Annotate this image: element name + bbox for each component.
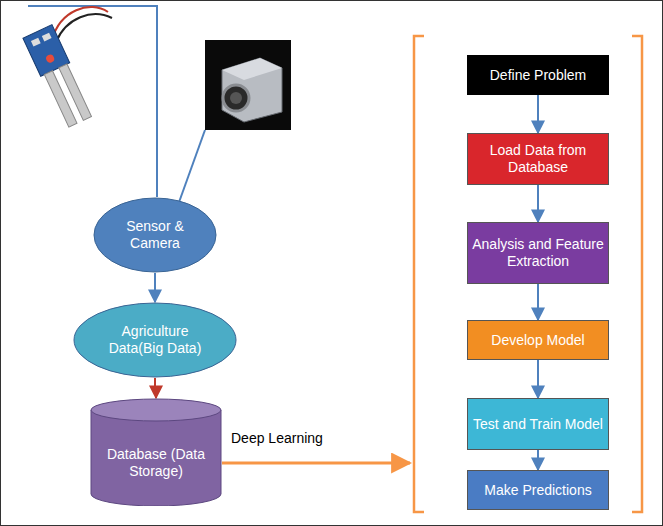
node-text: Test and Train Model (472, 416, 605, 433)
node-text: Analysis and Feature Extraction (472, 236, 605, 270)
bracket (414, 36, 642, 512)
soil-sensor-picture (23, 6, 157, 197)
data-ellipse: Agriculture Data(Big Data) (73, 302, 237, 378)
text-holder: Sensor & Camera (111, 218, 200, 252)
process-box: Define Problem (467, 55, 609, 95)
deep-learning-arrow (222, 462, 410, 465)
node-text: Sensor & Camera (111, 218, 200, 252)
node-text: Agriculture Data(Big Data) (96, 323, 214, 357)
flow-arrow (537, 450, 539, 470)
flow-arrow (537, 360, 539, 398)
process-box: Load Data from Database (467, 133, 609, 185)
node-text: Database (Data Storage) (97, 446, 216, 480)
node-text: Define Problem (472, 67, 605, 84)
text-holder: Test and Train Model (472, 416, 605, 433)
text-holder: Develop Model (472, 332, 605, 349)
node-text: Load Data from Database (472, 142, 605, 176)
flow-arrow (155, 378, 156, 398)
arrow-label: Deep Learning (228, 430, 326, 446)
text-holder: Agriculture Data(Big Data) (96, 323, 214, 357)
database-cylinder: Database (Data Storage) (90, 398, 222, 506)
process-box: Analysis and Feature Extraction (467, 222, 609, 284)
text-holder: Define Problem (472, 67, 605, 84)
flow-arrow (154, 273, 156, 302)
flow-arrow (537, 95, 539, 133)
source-ellipse: Sensor & Camera (93, 197, 217, 273)
flow-arrow (537, 284, 539, 320)
flow-arrow (537, 185, 539, 222)
text-holder: Database (Data Storage) (97, 446, 216, 480)
text-holder: Load Data from Database (472, 142, 605, 176)
node-text: Make Predictions (472, 482, 605, 499)
process-box: Test and Train Model (467, 398, 609, 450)
text-holder: Analysis and Feature Extraction (472, 236, 605, 270)
process-box: Make Predictions (467, 470, 609, 510)
node-text: Develop Model (472, 332, 605, 349)
text-holder: Make Predictions (472, 482, 605, 499)
process-box: Develop Model (467, 320, 609, 360)
camera-picture (178, 40, 291, 205)
